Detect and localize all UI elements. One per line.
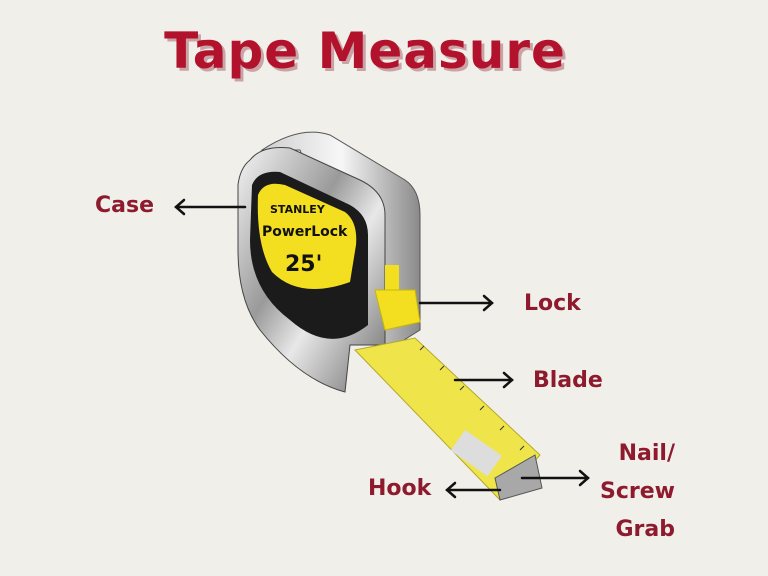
model-text: PowerLock (262, 224, 348, 240)
label-case: Case (95, 193, 155, 218)
label-lock: Lock (524, 291, 581, 316)
label-nail-line1: Nail/ (618, 441, 675, 466)
label-hook: Hook (368, 476, 432, 501)
label-nail-line2: Screw (600, 479, 675, 504)
label-nail-line3: Grab (615, 517, 675, 542)
hook (494, 454, 543, 501)
label-blade: Blade (533, 368, 603, 393)
hook-rivet-plate (450, 430, 502, 477)
lock-slider (385, 265, 399, 290)
diagram-title: Tape Measure (164, 22, 566, 80)
size-text: 25' (285, 252, 322, 277)
label-nail-screw-grab: Nail/ Screw Grab (600, 435, 675, 549)
brand-text: STANLEY (270, 203, 326, 216)
blade-ticks (419, 345, 525, 451)
case-yellow-label (257, 183, 357, 290)
